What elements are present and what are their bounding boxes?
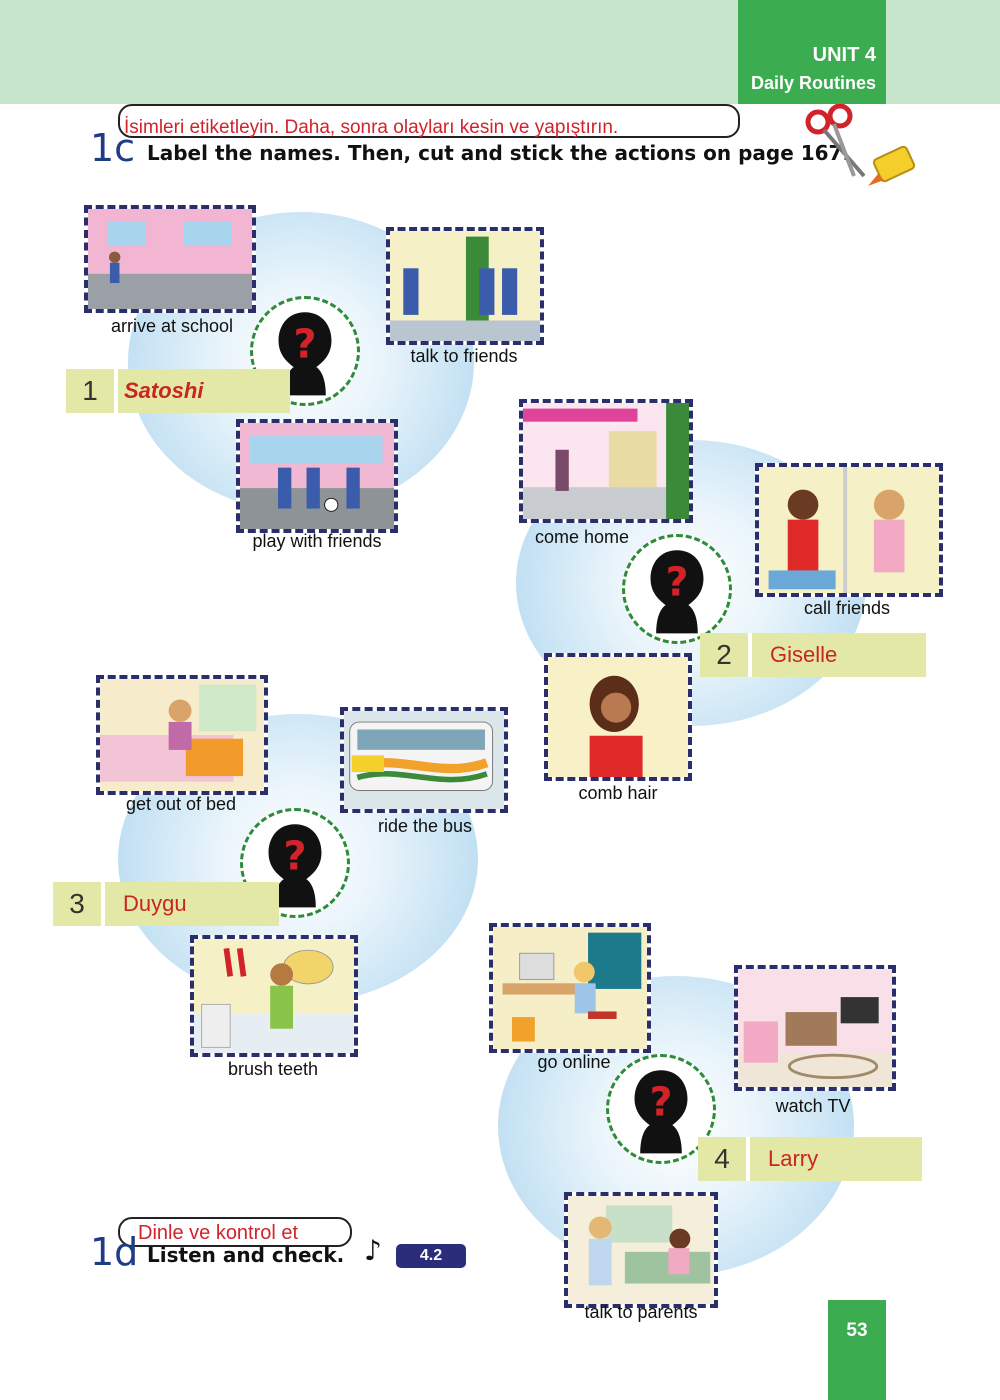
unit-title: UNIT 4 [812, 44, 876, 66]
turkish-instruction-1d-text: Dinle ve kontrol et [138, 1222, 299, 1244]
caption-ride-the-bus: ride the bus [377, 816, 473, 836]
caption-call-friends: call friends [803, 598, 891, 618]
action-picture-ride-the-bus [340, 707, 508, 813]
caption-come-home: come home [534, 527, 630, 547]
caption-arrive-at-school: arrive at school [110, 316, 234, 336]
unit-tab: UNIT 4 Daily Routines [738, 0, 886, 104]
name-bar-1: 1 Satoshi [66, 369, 290, 413]
scissors-icon [805, 104, 866, 178]
action-picture-talk-to-parents [564, 1192, 718, 1308]
audio-track-badge[interactable]: 4.2 [396, 1244, 466, 1268]
svg-text:?: ? [649, 1080, 672, 1126]
turkish-instruction-1d: Dinle ve kontrol et [118, 1217, 352, 1247]
name-label-3: Duygu [123, 891, 187, 916]
exercise-instruction-1c: Label the names. Then, cut and stick the… [147, 141, 851, 165]
mystery-person-icon-4: ? [606, 1054, 716, 1164]
name-bar-3: 3 Duygu [53, 882, 279, 926]
name-label-2: Giselle [770, 642, 838, 667]
name-bar-number-1: 1 [66, 369, 114, 413]
caption-comb-hair: comb hair [578, 783, 658, 803]
name-bar-number-3: 3 [53, 882, 101, 926]
caption-talk-to-parents: talk to parents [584, 1302, 698, 1322]
name-bar-number-4: 4 [698, 1137, 746, 1181]
name-bar-2: 2 Giselle [700, 633, 926, 677]
music-note-icon: ♪ [364, 1234, 382, 1267]
action-picture-brush-teeth [190, 935, 358, 1057]
caption-get-out-of-bed: get out of bed [125, 794, 237, 814]
turkish-instruction-1c-text: İsimleri etiketleyin. Daha, sonra olayla… [124, 117, 619, 138]
action-picture-call-friends [755, 463, 943, 597]
unit-subtitle: Daily Routines [750, 73, 876, 93]
action-picture-arrive-at-school [84, 205, 256, 313]
caption-watch-tv: watch TV [775, 1096, 851, 1116]
mystery-person-icon-2: ? [622, 534, 732, 644]
action-picture-talk-to-friends [386, 227, 544, 345]
exercise-number-1d: 1d [90, 1230, 139, 1274]
name-label-1: Satoshi [124, 378, 204, 403]
svg-text:?: ? [293, 322, 316, 368]
name-bar-number-2: 2 [700, 633, 748, 677]
action-picture-get-out-of-bed [96, 675, 268, 795]
glue-icon [868, 146, 916, 186]
caption-play-with-friends: play with friends [252, 531, 382, 551]
action-picture-come-home [519, 399, 693, 523]
caption-talk-to-friends: talk to friends [410, 346, 518, 366]
caption-go-online: go online [537, 1052, 611, 1072]
action-picture-play-with-friends [236, 419, 398, 533]
action-picture-watch-tv [734, 965, 896, 1091]
action-picture-comb-hair [544, 653, 692, 781]
name-label-4: Larry [768, 1146, 819, 1171]
name-bar-4: 4 Larry [698, 1137, 922, 1181]
action-picture-go-online [489, 923, 651, 1053]
caption-brush-teeth: brush teeth [227, 1059, 319, 1079]
svg-text:?: ? [283, 834, 306, 880]
exercise-instruction-1d: Listen and check. [147, 1243, 345, 1267]
page-number: 53 [828, 1300, 886, 1400]
exercise-number-1c: 1c [90, 126, 136, 170]
svg-text:?: ? [665, 560, 688, 606]
turkish-instruction-1c: İsimleri etiketleyin. Daha, sonra olayla… [118, 104, 740, 138]
